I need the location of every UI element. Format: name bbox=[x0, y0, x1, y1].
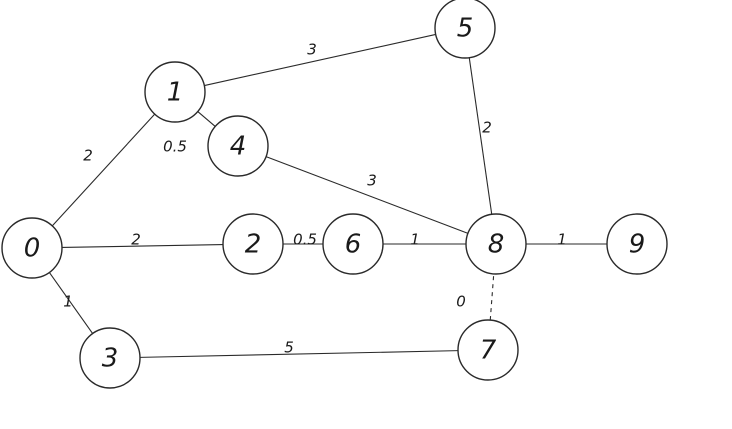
edge-weight-6-8: 1 bbox=[410, 231, 420, 249]
edge-weight-0-3: 1 bbox=[63, 293, 73, 311]
node-label-3: 3 bbox=[102, 344, 119, 374]
edge-0-1 bbox=[51, 113, 156, 227]
node-label-4: 4 bbox=[230, 132, 247, 162]
node-circle-5 bbox=[434, 0, 496, 59]
node-9: 9 bbox=[606, 213, 668, 275]
node-0: 0 bbox=[1, 217, 63, 279]
node-label-2: 2 bbox=[245, 230, 262, 260]
edges-layer bbox=[48, 33, 607, 358]
node-circle-1 bbox=[144, 61, 206, 123]
node-circle-0 bbox=[1, 217, 63, 279]
node-label-1: 1 bbox=[167, 78, 184, 108]
node-label-8: 8 bbox=[488, 230, 505, 260]
node-7: 7 bbox=[457, 319, 519, 381]
edge-4-8 bbox=[265, 156, 469, 234]
edge-weight-0-1: 2 bbox=[83, 147, 93, 165]
node-circle-4 bbox=[207, 115, 269, 177]
node-circle-2 bbox=[222, 213, 284, 275]
edge-weight-7-8: 0 bbox=[456, 293, 466, 311]
edge-5-8 bbox=[468, 57, 493, 215]
edge-0-3 bbox=[48, 272, 94, 334]
nodes-layer: 0 1 2 3 4 5 6 7 8 9 bbox=[1, 0, 668, 389]
edge-weight-3-7: 5 bbox=[284, 339, 294, 357]
node-label-9: 9 bbox=[629, 230, 646, 260]
node-circle-6 bbox=[322, 213, 384, 275]
node-label-7: 7 bbox=[480, 336, 497, 366]
node-6: 6 bbox=[322, 213, 384, 275]
node-2: 2 bbox=[222, 213, 284, 275]
node-8: 8 bbox=[465, 213, 527, 275]
edge-0-2 bbox=[61, 243, 224, 249]
node-4: 4 bbox=[207, 115, 269, 177]
edge-1-5 bbox=[204, 33, 436, 87]
edge-weight-1-5: 3 bbox=[307, 41, 317, 59]
node-label-0: 0 bbox=[24, 234, 41, 264]
edge-labels-layer: 2 2 1 3 0.5 3 2 0.5 1 1 5 0 bbox=[63, 41, 567, 357]
node-5: 5 bbox=[434, 0, 496, 59]
edge-weight-0-2: 2 bbox=[131, 231, 141, 249]
node-label-5: 5 bbox=[457, 14, 474, 44]
edge-weight-1-4: 0.5 bbox=[163, 138, 187, 156]
node-1: 1 bbox=[144, 61, 206, 123]
edge-1-4 bbox=[197, 111, 216, 127]
node-circle-9 bbox=[606, 213, 668, 275]
node-circle-7 bbox=[457, 319, 519, 381]
edge-weight-8-9: 1 bbox=[557, 231, 567, 249]
edge-weight-4-8: 3 bbox=[367, 172, 377, 190]
edge-7-8 bbox=[489, 273, 495, 321]
edge-weight-5-8: 2 bbox=[482, 119, 492, 137]
edge-3-7 bbox=[139, 350, 459, 358]
node-circle-8 bbox=[465, 213, 527, 275]
node-label-6: 6 bbox=[345, 230, 362, 260]
node-3: 3 bbox=[79, 327, 141, 389]
node-circle-3 bbox=[79, 327, 141, 389]
edge-weight-2-6: 0.5 bbox=[293, 231, 317, 249]
